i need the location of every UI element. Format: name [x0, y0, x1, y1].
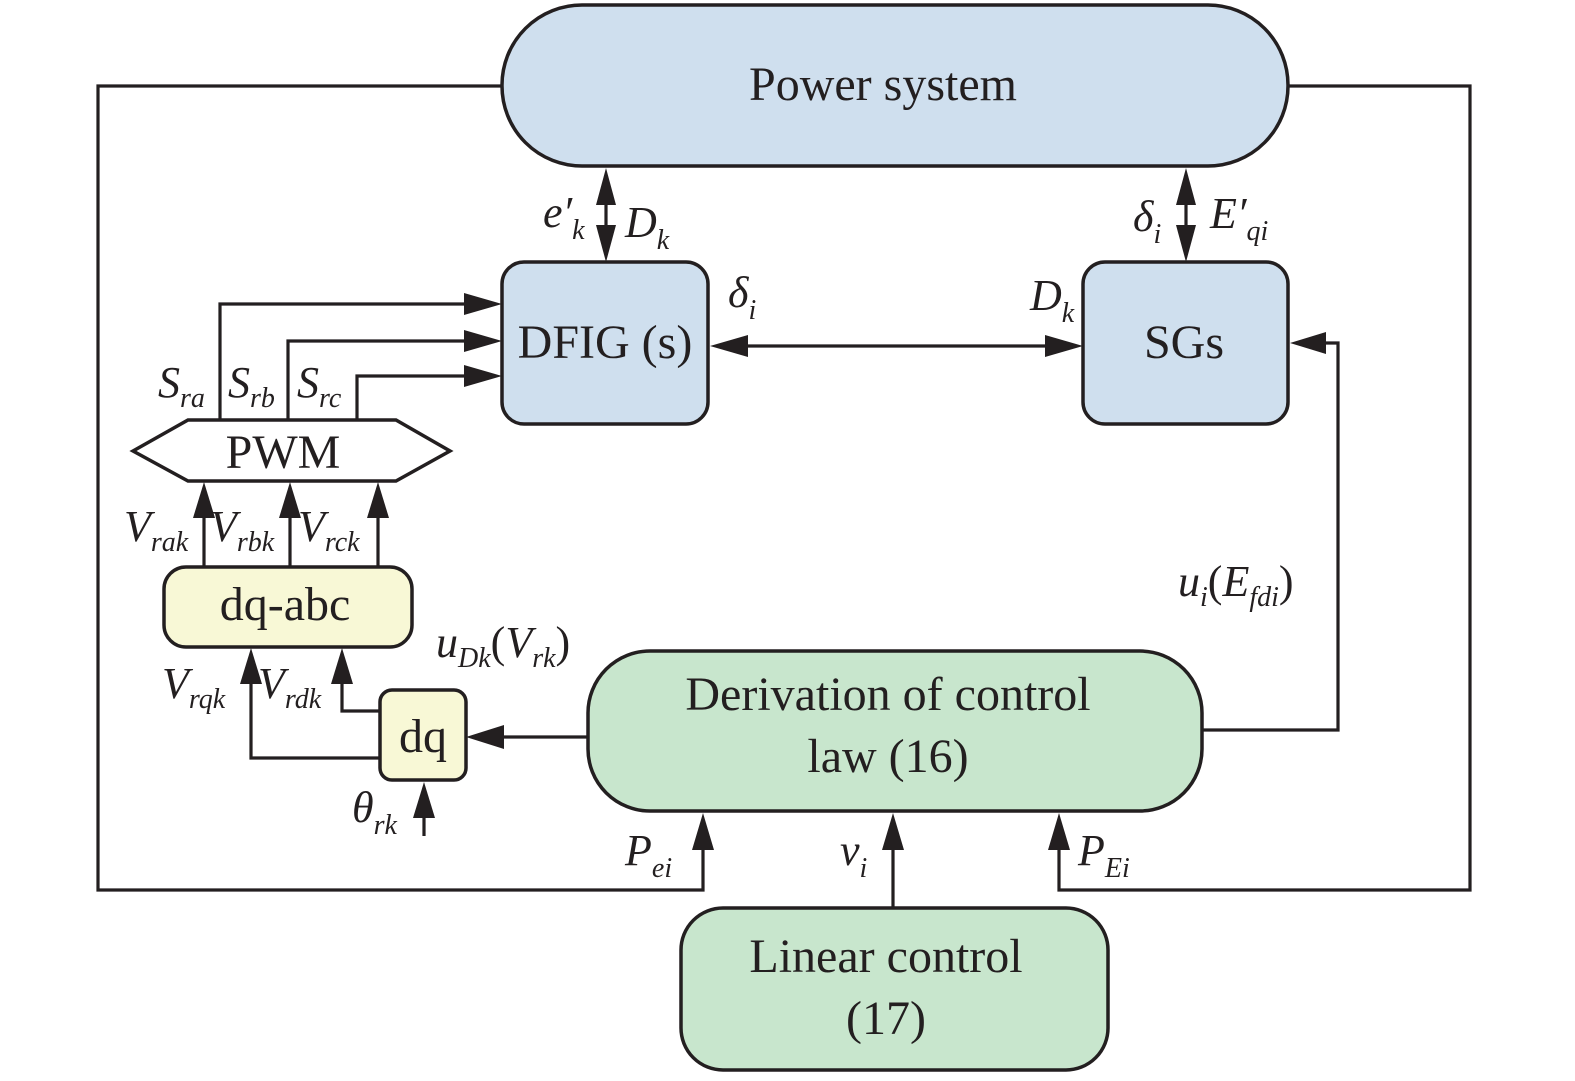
arrow-head-vrdk	[331, 648, 353, 684]
left-feedback-wire	[96, 84, 705, 892]
dfig-label: DFIG (s)	[518, 316, 693, 369]
ui-wire	[1202, 341, 1340, 732]
arrow-head-vrck	[367, 482, 389, 518]
power-system-block: Power system	[500, 3, 1290, 168]
control-law-label-line2: law (16)	[807, 730, 968, 783]
signal-delta-i-mid: δi	[728, 268, 756, 326]
arrow-head-src	[464, 365, 502, 387]
signal-V-rqk: Vrqk	[162, 659, 226, 715]
signal-D-k-mid: Dk	[1029, 271, 1075, 329]
control-law-block: Derivation of control law (16)	[586, 649, 1204, 813]
signal-delta-i-top: δi	[1133, 192, 1161, 250]
arrow-up-sg	[1176, 168, 1196, 205]
signal-V-rbk: Vrbk	[210, 502, 275, 558]
sgs-block: SGs	[1081, 260, 1290, 426]
src-wire	[355, 374, 475, 420]
arrow-head-vrak	[193, 482, 215, 518]
vrqk-wire	[249, 670, 380, 760]
control-law-label-line1: Derivation of control	[685, 668, 1090, 721]
signal-V-rck: Vrck	[298, 502, 360, 558]
linear-control-block: Linear control (17)	[679, 906, 1110, 1072]
arrow-head-vrbk	[279, 482, 301, 518]
srb-wire	[286, 339, 475, 420]
dq-abc-block: dq-abc	[162, 565, 414, 649]
signal-D-k-top: Dk	[624, 198, 670, 256]
arrow-head-pei	[692, 813, 714, 850]
arrow-head-sra	[464, 293, 502, 315]
pwm-label: PWM	[226, 426, 341, 479]
sgs-label: SGs	[1144, 316, 1224, 369]
arrow-head-ui	[1290, 332, 1326, 354]
signal-P-ei: Pei	[624, 826, 672, 884]
dq-abc-label: dq-abc	[220, 578, 351, 631]
pwm-block: PWM	[129, 418, 454, 483]
arrow-head-pEi	[1048, 813, 1070, 850]
arrow-head-vrqk	[240, 648, 262, 684]
arrow-head-theta	[413, 782, 435, 818]
signal-S-rb: Srb	[228, 358, 275, 414]
arrow-right-sg	[1045, 335, 1083, 357]
arrow-head-srb	[464, 330, 502, 352]
arrow-head-udk	[466, 725, 504, 749]
arrow-down-dfig	[596, 225, 616, 262]
linear-control-label-line2: (17)	[846, 992, 926, 1045]
arrow-left-dfig	[710, 335, 748, 357]
signal-E-qi: E′qi	[1209, 189, 1268, 247]
power-system-label: Power system	[749, 58, 1017, 111]
arrow-up-dfig	[596, 168, 616, 205]
signal-v-i: vi	[840, 826, 867, 884]
signal-P-Ei: PEi	[1077, 826, 1130, 884]
linear-control-label-line1: Linear control	[749, 930, 1022, 983]
dq-label: dq	[399, 710, 447, 763]
signal-u-Dk: uDk(Vrk)	[436, 618, 570, 674]
dfig-block: DFIG (s)	[500, 260, 710, 426]
signal-V-rdk: Vrdk	[258, 659, 322, 715]
signal-e-k: e′k	[543, 188, 585, 246]
signal-theta-rk: θrk	[352, 783, 398, 841]
arrow-head-vi	[882, 813, 904, 850]
sra-wire	[218, 302, 475, 420]
arrow-down-sg	[1176, 225, 1196, 262]
signal-V-rak: Vrak	[124, 502, 189, 558]
signal-S-ra: Sra	[158, 358, 205, 414]
dq-block: dq	[378, 688, 468, 782]
signal-u-i: ui(Efdi)	[1178, 557, 1294, 613]
signal-S-rc: Src	[297, 358, 342, 414]
right-feedback-wire	[1057, 84, 1472, 892]
